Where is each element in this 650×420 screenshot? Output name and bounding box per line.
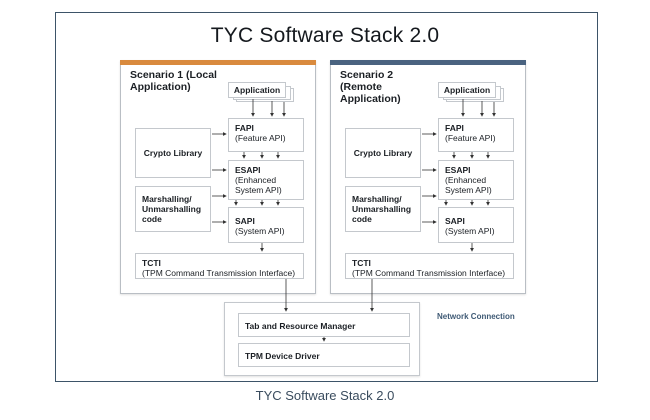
marshalling-line-1: Marshalling/ [352,194,402,204]
sapi-title: SAPI [235,216,255,226]
scenario-2-esapi-box: ESAPI (Enhanced System API) [438,160,514,200]
marshalling-line-2: Unmarshalling [142,204,202,214]
sapi-subtitle: (System API) [235,226,285,236]
esapi-subtitle-line-1: (Enhanced [445,175,487,185]
application-label: Application [443,85,491,95]
scenario-2-accent-bar [330,60,526,65]
esapi-title: ESAPI [235,165,261,175]
scenario-2-tcti-box: TCTI (TPM Command Transmission Interface… [345,253,514,279]
scenario-1-application-box: Application [228,82,286,98]
sapi-subtitle: (System API) [445,226,495,236]
scenario-1-tcti-box: TCTI (TPM Command Transmission Interface… [135,253,304,279]
scenario-2-application-box: Application [438,82,496,98]
scenario-1-marshalling-box: Marshalling/ Unmarshalling code [135,186,211,232]
esapi-title: ESAPI [445,165,471,175]
esapi-subtitle-line-2: System API) [445,185,492,195]
application-label: Application [233,85,281,95]
diagram-title: TYC Software Stack 2.0 [210,24,440,47]
tpm-device-driver-box: TPM Device Driver [238,343,410,367]
marshalling-line-3: code [142,214,162,224]
tcti-subtitle: (TPM Command Transmission Interface) [352,268,506,278]
sapi-title: SAPI [445,216,465,226]
marshalling-line-2: Unmarshalling [352,204,412,214]
crypto-library-label: Crypto Library [353,148,413,158]
scenario-1-esapi-box: ESAPI (Enhanced System API) [228,160,304,200]
fapi-subtitle: (Feature API) [445,133,496,143]
fapi-subtitle: (Feature API) [235,133,286,143]
fapi-title: FAPI [235,123,254,133]
tab-and-resource-manager-box: Tab and Resource Manager [238,313,410,337]
marshalling-line-1: Marshalling/ [142,194,192,204]
scenario-1-accent-bar [120,60,316,65]
esapi-subtitle-line-2: System API) [235,185,282,195]
tcti-subtitle: (TPM Command Transmission Interface) [142,268,296,278]
scenario-2-fapi-box: FAPI (Feature API) [438,118,514,152]
scenario-1-crypto-library-box: Crypto Library [135,128,211,178]
tab-and-resource-manager-label: Tab and Resource Manager [245,321,356,331]
network-connection-label: Network Connection [437,312,515,321]
scenario-1-title: Scenario 1 (Local Application) [130,69,217,93]
scenario-2-marshalling-box: Marshalling/ Unmarshalling code [345,186,421,232]
diagram-caption: TYC Software Stack 2.0 [255,388,395,403]
scenario-2-sapi-box: SAPI (System API) [438,207,514,243]
scenario-2-title: Scenario 2 (Remote Application) [340,69,401,105]
tpm-device-driver-label: TPM Device Driver [245,351,320,361]
tcti-title: TCTI [142,258,161,268]
crypto-library-label: Crypto Library [143,148,203,158]
marshalling-line-3: code [352,214,372,224]
scenario-1-sapi-box: SAPI (System API) [228,207,304,243]
tcti-title: TCTI [352,258,371,268]
scenario-2-crypto-library-box: Crypto Library [345,128,421,178]
esapi-subtitle-line-1: (Enhanced [235,175,277,185]
scenario-1-fapi-box: FAPI (Feature API) [228,118,304,152]
fapi-title: FAPI [445,123,464,133]
